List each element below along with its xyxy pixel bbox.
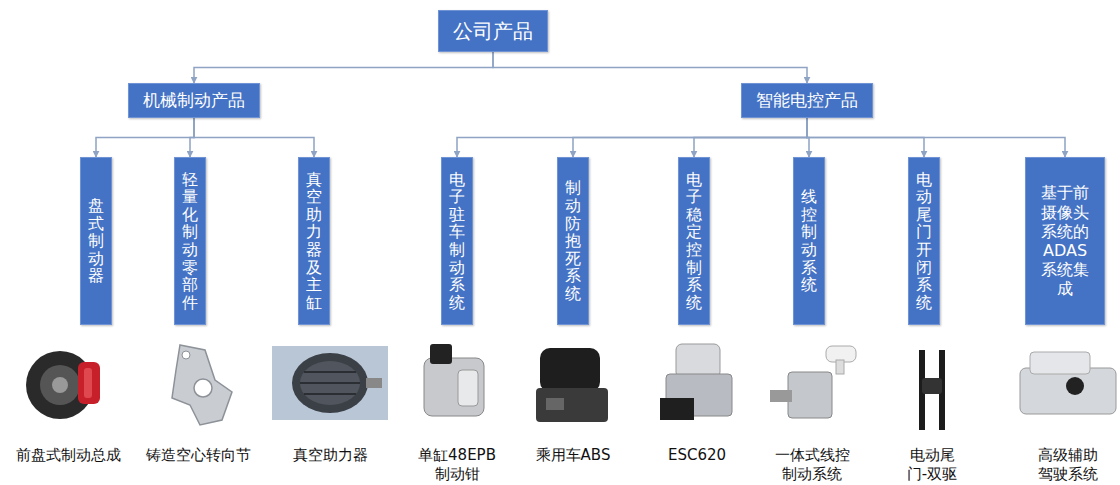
node-text: 智能电控产品	[756, 90, 858, 110]
product-box: 电子驻车制动系统	[441, 157, 473, 325]
tree-connector	[807, 118, 1065, 157]
product-caption: 高级辅助 驾驶系统	[1033, 446, 1103, 484]
tree-connector	[194, 118, 314, 157]
disc-brake-picture	[26, 351, 100, 419]
node-text: 真空助力器及主缸	[306, 171, 322, 312]
product-caption: 一体式线控 制动系统	[769, 446, 855, 484]
category-box: 智能电控产品	[741, 83, 873, 118]
brake-by-wire-picture	[770, 346, 856, 418]
tree-connector	[493, 52, 807, 83]
node-text: 公司产品	[453, 19, 533, 43]
tree-connector	[194, 52, 493, 83]
product-box: 盘式制动器	[80, 157, 112, 325]
esc-unit-picture	[660, 344, 732, 420]
node-text: 机械制动产品	[143, 90, 245, 110]
product-box: 真空助力器及主缸	[298, 157, 330, 325]
product-caption: 乘用车ABS	[523, 446, 623, 465]
product-caption: 铸造空心转向节	[142, 446, 254, 465]
node-text: 电子驻车制动系统	[449, 171, 465, 312]
product-box: 基于前摄像头系统的ADAS系统集成	[1025, 157, 1105, 325]
product-caption: 单缸48EPB 制动钳	[414, 446, 500, 484]
tree-connector	[457, 118, 807, 157]
node-text: 线控制动系统	[801, 188, 817, 294]
product-box: 轻量化制动零部件	[174, 157, 206, 325]
product-box: 线控制动系统	[793, 157, 825, 325]
product-box: 制动防抱死系统	[557, 157, 589, 325]
node-text: 轻量化制动零部件	[182, 171, 198, 312]
category-box: 机械制动产品	[128, 83, 260, 118]
vacuum-booster-picture	[272, 346, 388, 420]
tree-connector	[573, 118, 807, 157]
product-caption: 前盘式制动总成	[12, 446, 124, 465]
node-text: 制动防抱死系统	[565, 179, 581, 302]
product-box: 电动尾门开闭系统	[908, 157, 940, 325]
abs-unit-picture	[536, 348, 608, 422]
product-box: 电子稳定控制系统	[678, 157, 710, 325]
product-caption: 真空助力器	[280, 446, 380, 465]
adas-camera-picture	[1020, 352, 1116, 414]
root-box: 公司产品	[438, 10, 548, 52]
product-caption: ESC620	[652, 446, 742, 465]
epb-caliper-picture	[424, 344, 484, 416]
steering-knuckle-picture	[172, 345, 232, 425]
node-text: 基于前摄像头系统的ADAS系统集成	[1038, 183, 1092, 298]
tree-connector	[694, 118, 807, 157]
tailgate-strut-picture	[919, 350, 945, 430]
product-caption: 电动尾 门-双驱	[899, 446, 965, 484]
node-text: 电子稳定控制系统	[686, 171, 702, 312]
node-text: 盘式制动器	[88, 197, 104, 285]
node-text: 电动尾门开闭系统	[916, 171, 932, 312]
tree-connector	[96, 118, 194, 157]
